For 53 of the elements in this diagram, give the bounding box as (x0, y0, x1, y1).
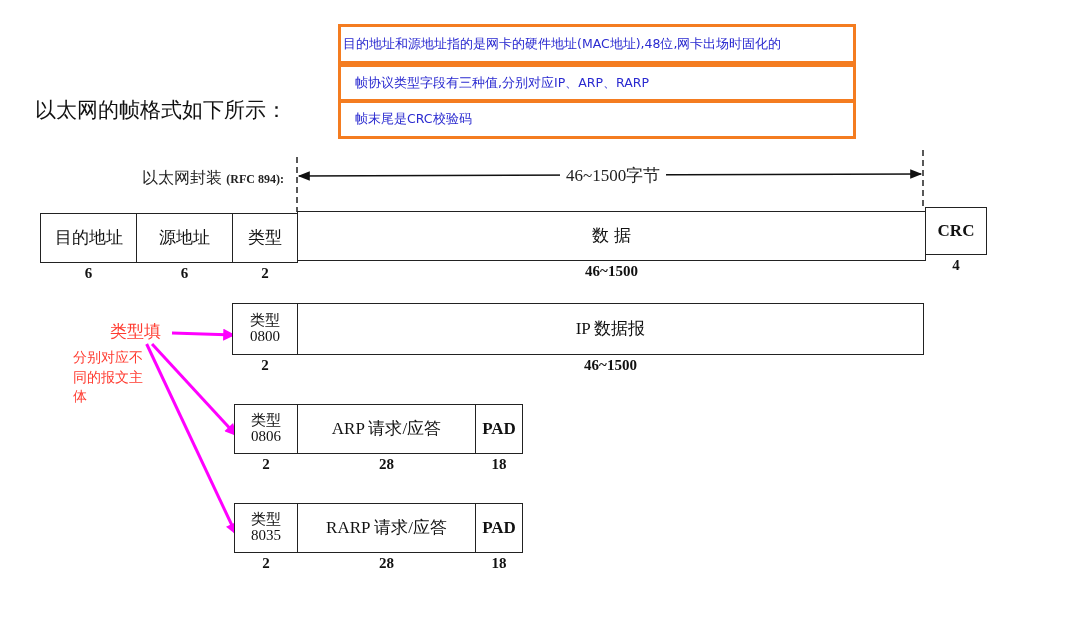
field-label: 目的地址 (54, 227, 123, 249)
note-text: 帧末尾是CRC校验码 (355, 111, 472, 128)
field-label: PAD (482, 418, 516, 440)
field-label: 类型 (250, 313, 280, 329)
frame-field (297, 303, 924, 355)
field-label: CRC (937, 220, 975, 242)
field-size: 28 (379, 555, 394, 572)
note-text: 帧协议类型字段有三种值,分别对应IP、ARP、RARP (355, 74, 649, 92)
field-label: 8035 (251, 528, 281, 544)
frame-field (925, 207, 987, 255)
field-size: 46~1500 (584, 357, 637, 374)
field-size: 28 (379, 456, 394, 473)
field-size: 4 (952, 257, 960, 274)
frame-field (297, 404, 476, 454)
heading-text: 以太网的帧格式如下所示： (35, 97, 287, 124)
field-size: 18 (491, 456, 507, 473)
frame-field (234, 503, 298, 553)
note-box (338, 24, 856, 64)
field-size: 6 (180, 265, 189, 282)
field-size: 2 (261, 265, 269, 282)
frame-field (40, 213, 137, 263)
field-size: 2 (261, 357, 269, 374)
frame-field (297, 503, 476, 553)
field-size: 6 (84, 265, 93, 282)
field-label: RARP 请求/应答 (326, 517, 447, 539)
note-box (338, 64, 856, 102)
field-label: 类型 (248, 227, 282, 249)
field-label: IP 数据报 (575, 318, 646, 340)
field-label: 类型 (251, 512, 281, 528)
field-label: 数 据 (592, 225, 631, 247)
dimension-label: 46~1500字节 (560, 164, 667, 187)
field-label: PAD (482, 517, 516, 539)
field-size: 2 (262, 555, 270, 572)
field-label: 类型 (251, 413, 281, 429)
frame-field (232, 213, 298, 263)
frame-field (475, 503, 523, 553)
frame-field (297, 211, 926, 261)
field-label: 0800 (250, 329, 280, 345)
annotation-text: 分别对应不同的报文主体 (73, 348, 144, 407)
annotation-text: 类型填 (110, 320, 161, 343)
field-label: 源地址 (159, 227, 210, 249)
frame-field (234, 404, 298, 454)
field-size: 46~1500 (585, 263, 638, 280)
frame-field (232, 303, 298, 355)
field-label: 0806 (251, 429, 281, 445)
note-text: 目的地址和源地址指的是网卡的硬件地址(MAC地址),48位,网卡出场时固化的 (343, 35, 782, 53)
field-label: ARP 请求/应答 (331, 418, 442, 440)
encapsulation-label: 以太网封装 (RFC 894): (142, 168, 284, 188)
field-size: 18 (491, 555, 507, 572)
frame-field (136, 213, 233, 263)
note-box (338, 100, 856, 139)
frame-field (475, 404, 523, 454)
field-size: 2 (262, 456, 270, 473)
